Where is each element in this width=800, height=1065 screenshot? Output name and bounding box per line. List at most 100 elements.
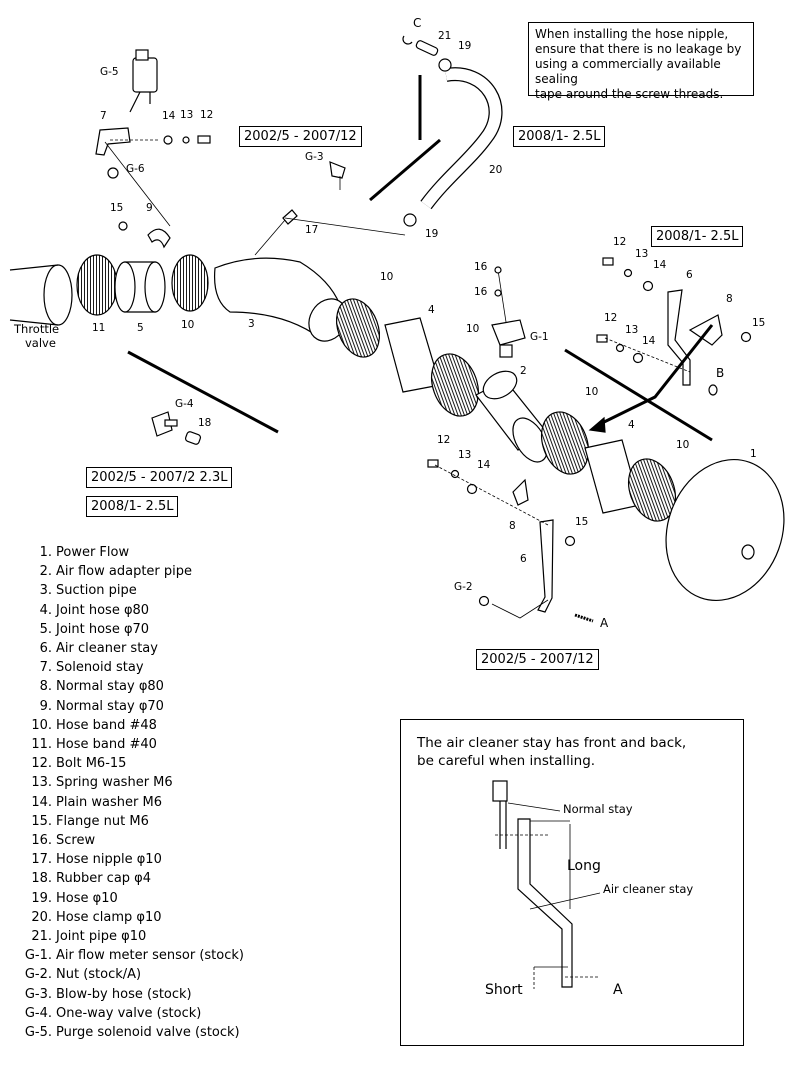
callout-19: 19 [425,228,438,240]
separator-line [127,350,279,434]
tag-2002-2007-2-3l: 2002/5 - 2007/2 2.3L [86,467,233,488]
inset-note-line: The air cleaner stay has front and back, [417,735,687,751]
installation-note: When installing the hose nipple, ensure … [528,22,754,101]
callout-4: 4 [628,419,635,431]
callout-10: 10 [380,271,393,283]
hose-19-clip [438,58,452,72]
callout-b: B [716,366,724,380]
normal-stay-8 [688,314,723,346]
callout-21: 21 [438,30,451,42]
note-line: When installing the hose nipple, [535,27,729,41]
note-line: tape around the screw threads. [535,87,724,101]
hose-nipple [282,209,298,225]
purge-solenoid-valve [129,49,158,113]
parts-list-item: 2.Air flow adapter pipe [39,564,193,580]
parts-list-item: 17.Hose nipple φ10 [31,852,162,868]
air-cleaner-stay-6 [537,519,554,613]
callout-7: 7 [100,110,107,122]
callout-13: 13 [180,109,193,121]
hose-band-11 [76,254,118,316]
parts-list-item: 7.Solenoid stay [39,660,144,676]
callout-8: 8 [726,293,733,305]
callout-19: 19 [458,40,471,52]
parts-list-item: 5.Joint hose φ70 [39,621,150,637]
blow-by-hose [329,161,346,179]
callout-5: 5 [137,322,144,334]
inset-note: The air cleaner stay has front and back,… [417,734,686,770]
callout-8: 8 [509,520,516,532]
callout-g5: G-5 [100,66,119,78]
callout-2: 2 [520,365,527,377]
callout-3: 3 [248,318,255,330]
callout-14: 14 [477,459,491,471]
tag-2002-2007-top: 2002/5 - 2007/12 [239,126,362,147]
normal-stay-8 [512,478,529,506]
parts-list-item: G-4.One-way valve (stock) [24,1005,202,1021]
tag-2008-top: 2008/1- 2.5L [513,126,606,147]
hose-band-10 [171,254,209,312]
callout-12: 12 [437,434,450,446]
normal-stay-9 [147,228,171,249]
inset-note-line: be careful when installing. [417,753,596,769]
parts-list-item: 11.Hose band #40 [31,737,157,753]
tag-2008-2-5l: 2008/1- 2.5L [86,496,179,517]
parts-list-item: G-1.Air flow meter sensor (stock) [24,948,244,964]
parts-list-item: 15.Flange nut M6 [31,813,149,829]
parts-list-item: 9.Normal stay φ70 [39,698,164,714]
parts-list-item: 3.Suction pipe [39,583,137,599]
inset-air-cleaner-stay-label: Air cleaner stay [603,882,694,896]
inset-short-label: Short [485,982,523,998]
callout-c: C [413,16,421,30]
inset-normal-stay-label: Normal stay [563,802,633,816]
tag-2002-2007-bottom: 2002/5 - 2007/12 [476,649,599,670]
callout-17: 17 [305,224,318,236]
callout-10: 10 [585,386,598,398]
callout-14: 14 [162,110,176,122]
note-line: using a commercially available sealing [535,57,721,86]
joint-pipe-21 [415,40,439,56]
parts-list-item: 1.Power Flow [39,545,130,560]
parts-list-item: 4.Joint hose φ80 [39,602,150,618]
hose-band-10 [541,411,589,475]
callout-10: 10 [676,439,689,451]
parts-list-item: 10.Hose band #48 [31,717,157,733]
callout-6: 6 [520,553,527,565]
air-flow-meter-sensor [491,266,526,358]
callout-g2: G-2 [454,581,473,593]
stud-a [574,613,594,623]
separator-line [564,348,713,442]
callout-g1: G-1 [530,331,549,343]
callout-6: 6 [686,269,693,281]
callout-12: 12 [200,109,213,121]
separator-line [369,138,441,202]
callout-14: 14 [653,259,667,271]
parts-list-item: 13.Spring washer M6 [31,775,173,791]
callout-12: 12 [604,312,617,324]
solenoid-stay [95,127,131,156]
hose-band-10 [335,298,381,358]
callout-g6: G-6 [126,163,145,175]
nut-g2 [478,595,490,607]
callout-20: 20 [489,164,502,176]
callout-13: 13 [635,248,648,260]
parts-list-item: 14.Plain washer M6 [31,794,162,810]
parts-list-item: G-2.Nut (stock/A) [24,967,142,983]
callout-15: 15 [575,516,588,528]
throttle-valve [43,264,73,326]
parts-list-item: 6.Air cleaner stay [39,641,158,657]
parts-list-item: 19.Hose φ10 [31,890,118,906]
parts-list-item: G-3.Blow-by hose (stock) [24,986,192,1002]
parts-list-item: G-5.Purge solenoid valve (stock) [24,1025,240,1041]
one-way-valve [151,411,173,437]
parts-list-item: 20.Hose clamp φ10 [31,909,162,925]
throttle-label-line1: Throttle [13,322,59,336]
callout-9: 9 [146,202,153,214]
parts-list-item: 16.Screw [31,833,96,849]
note-line: ensure that there is no leakage by [535,42,742,56]
callout-12: 12 [613,236,626,248]
callout-16: 16 [474,261,488,273]
callout-4: 4 [428,304,435,316]
callout-10: 10 [181,319,194,331]
callout-15: 15 [110,202,123,214]
